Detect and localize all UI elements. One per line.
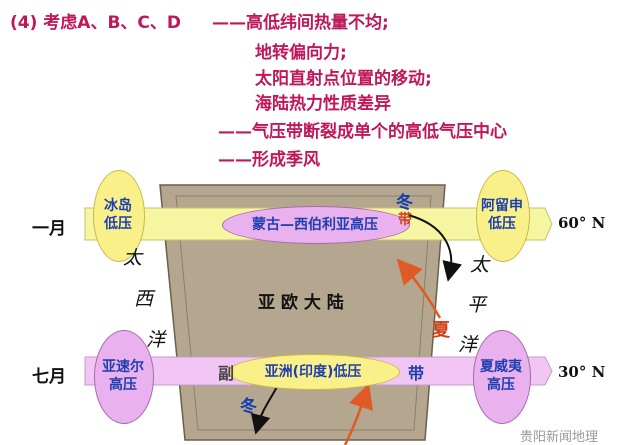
azores-high-label: 亚速尔 高压 <box>102 359 144 393</box>
iceland-low-label: 冰岛 低压 <box>104 198 132 232</box>
winter-label-top: 冬 <box>396 193 413 213</box>
continent-label: 亚 欧 大 陆 <box>258 293 344 313</box>
asia-low-oval <box>228 354 400 390</box>
heading-line5: ——气压带断裂成单个的高低气压中心 <box>218 122 507 142</box>
mongolia-high-label: 蒙古—西伯利亚高压 <box>252 217 378 233</box>
summer-arrow-bottom <box>343 383 373 445</box>
hawaii-high-oval <box>473 330 531 424</box>
month-july: 七月 <box>32 367 66 387</box>
pacific-char-3: 洋 <box>458 334 478 356</box>
heading-line2: 地转偏向力; <box>255 43 347 63</box>
heading-line4: 海陆热力性质差异 <box>255 94 391 114</box>
winter-arrow-bottom <box>250 384 279 435</box>
continent-inner <box>175 195 432 431</box>
pacific-char-1: 太 <box>470 254 490 276</box>
aleutian-low-label: 阿留申 低压 <box>481 198 523 232</box>
latitude-30n: 30° N <box>558 363 606 381</box>
watermark: 贵阳新闻地理 <box>520 430 599 445</box>
summer-arrow <box>396 258 442 319</box>
winter-arrow-top <box>407 214 462 282</box>
aleutian-low-oval <box>476 170 530 262</box>
heading-line6: ——形成季风 <box>218 150 320 170</box>
pacific-char-2: 平 <box>467 294 487 316</box>
latitude-60n: 60° N <box>558 214 606 232</box>
heading-line3: 太阳直射点位置的移动; <box>255 69 432 89</box>
winter-label-bottom: 冬 <box>240 397 257 417</box>
month-january: 一月 <box>32 219 66 239</box>
belt-char-bottom-right: 带 <box>408 364 425 383</box>
mongolia-high-oval <box>222 206 410 244</box>
belt-char-top: 带 <box>398 212 412 228</box>
summer-label: 夏 <box>432 320 450 341</box>
azores-high-oval <box>94 330 154 424</box>
belt-char-bottom-left: 副 <box>218 364 235 383</box>
heading-line1: ——高低纬间热量不均; <box>212 13 389 33</box>
heading-prefix: (4) 考虑A、B、C、D <box>10 13 181 33</box>
iceland-low-oval <box>93 170 145 262</box>
atlantic-char-3: 洋 <box>146 329 166 351</box>
asia-low-label: 亚洲(印度)低压 <box>264 364 362 380</box>
atlantic-char-2: 西 <box>134 288 154 310</box>
atlantic-char-1: 太 <box>123 247 143 269</box>
hawaii-high-label: 夏威夷 高压 <box>480 359 522 393</box>
